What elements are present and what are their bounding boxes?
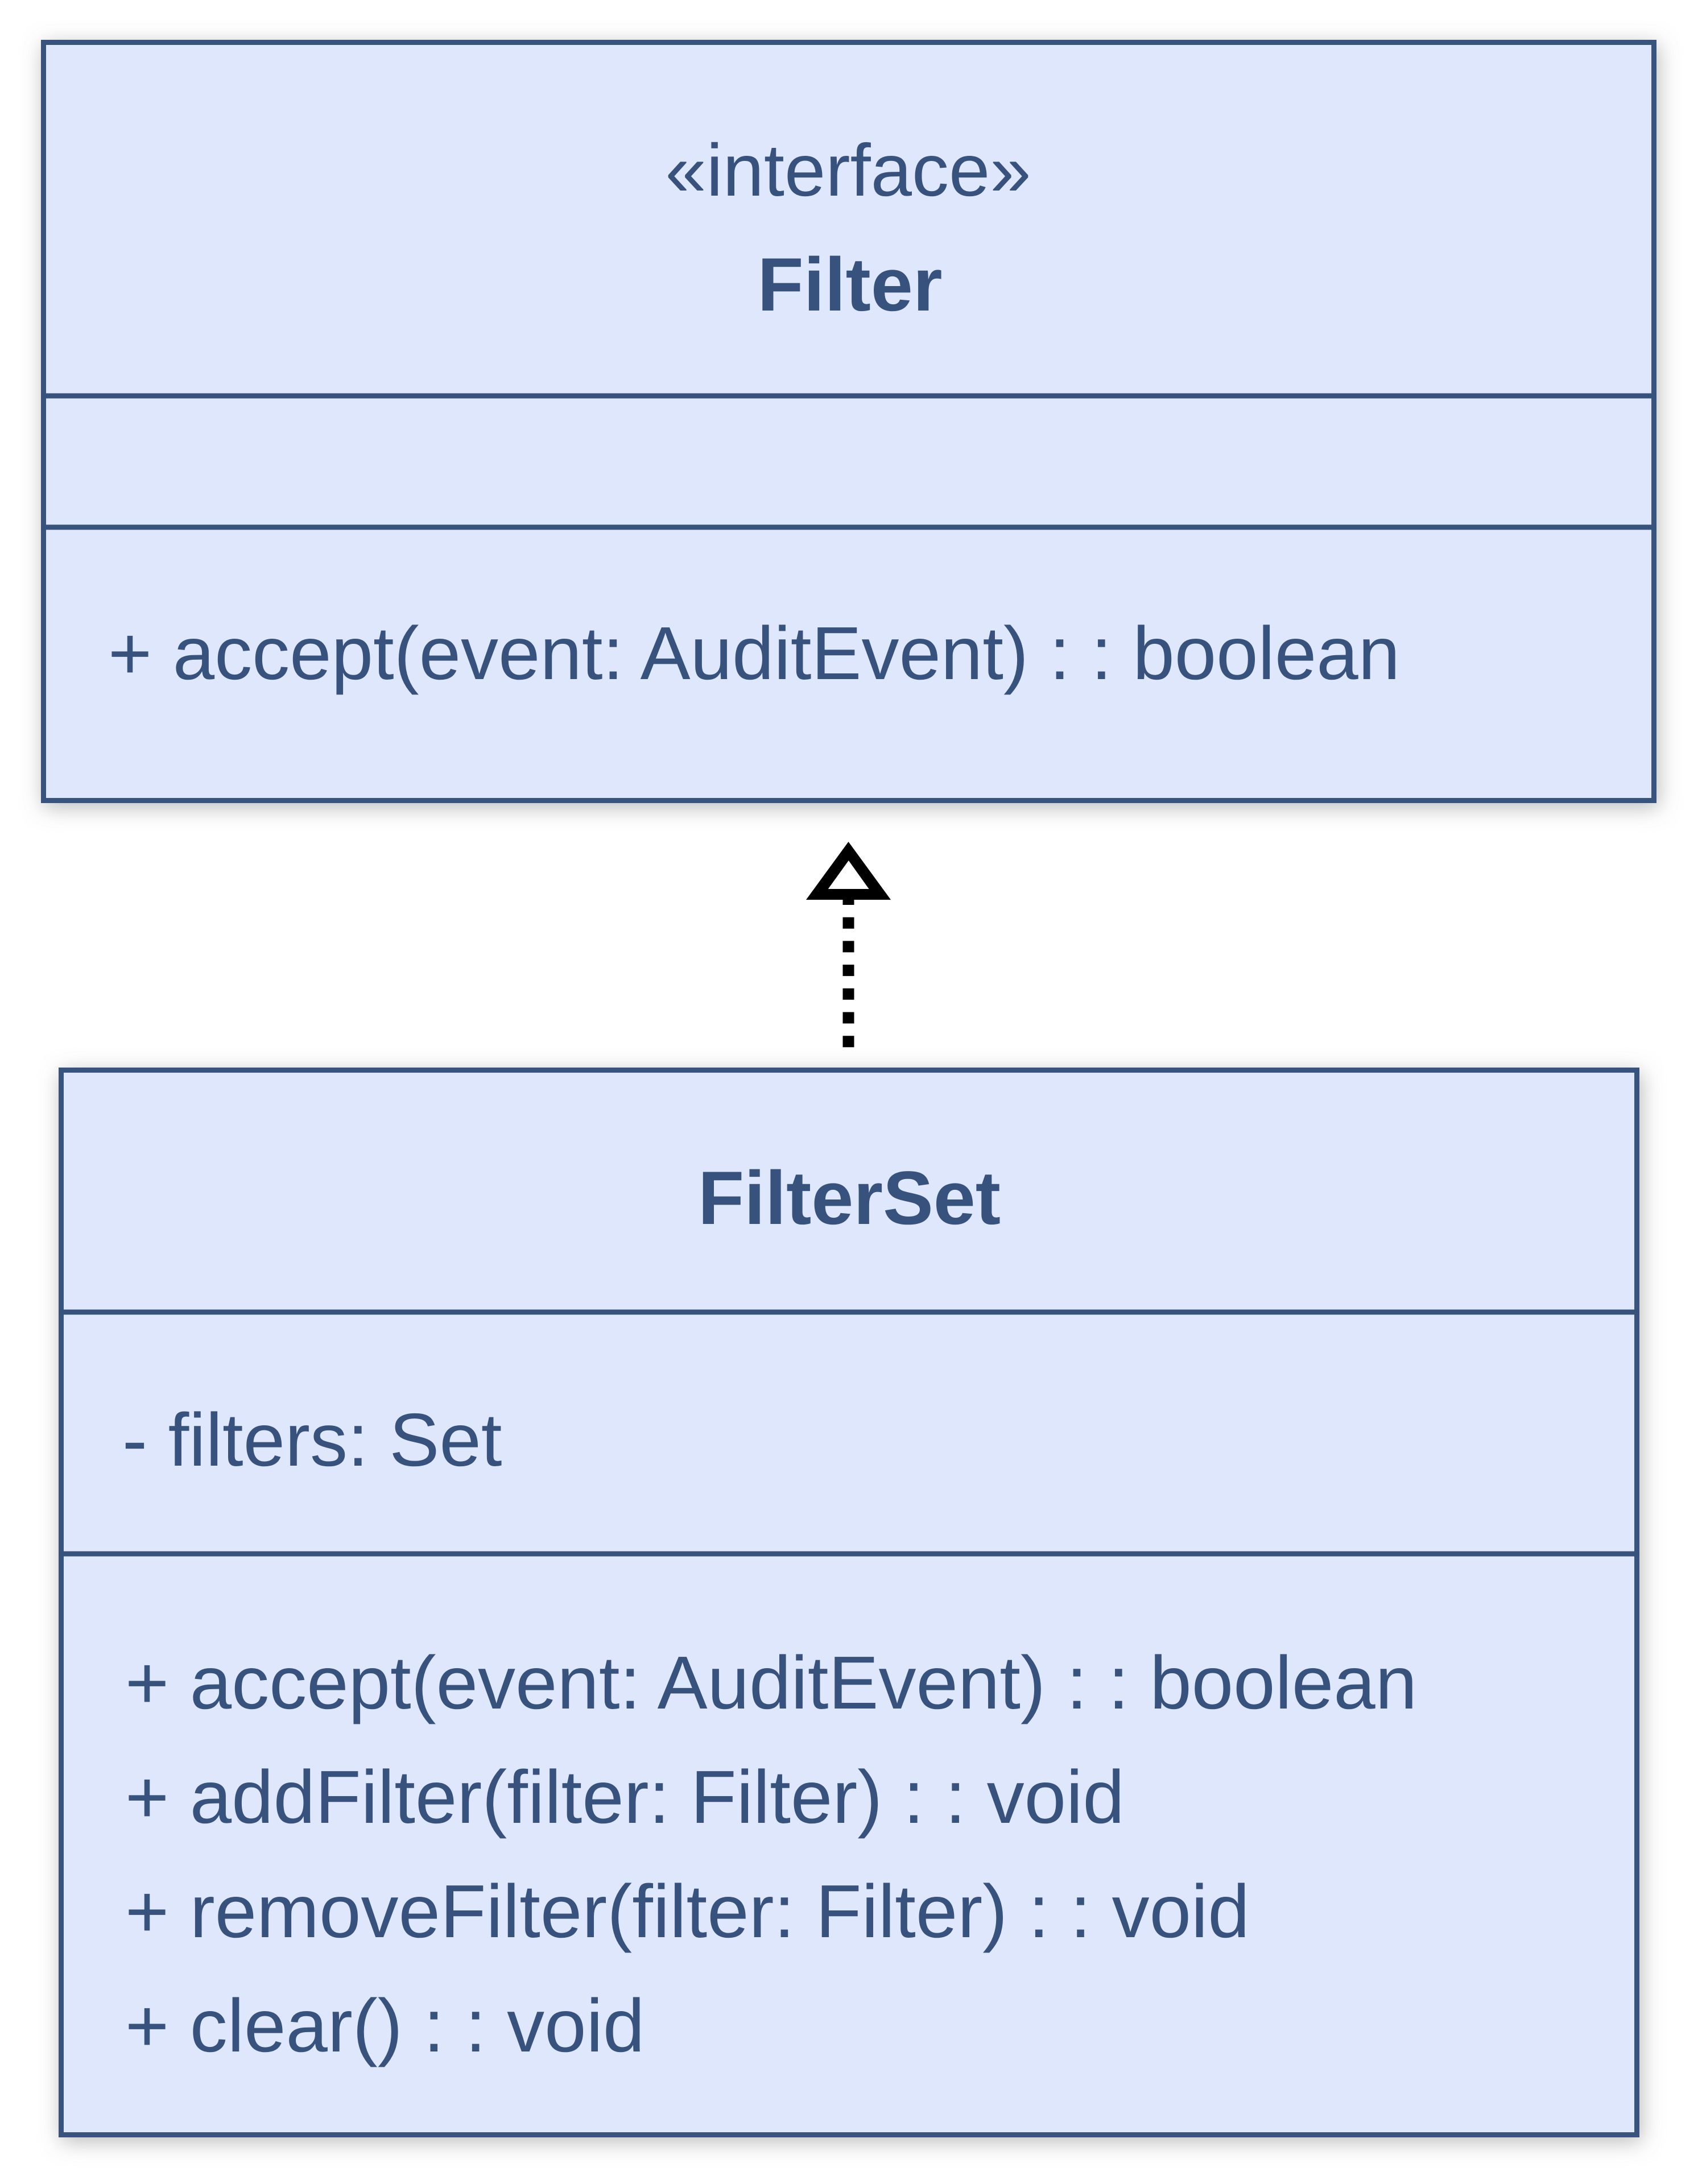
svg-text:+ accept(event: AuditEvent) :: + accept(event: AuditEvent) : : boolean: [108, 611, 1400, 695]
svg-text:+ accept(event: AuditEvent) :: + accept(event: AuditEvent) : : boolean: [125, 1641, 1417, 1724]
svg-text:Filter: Filter: [757, 243, 942, 327]
svg-text:+ clear() : : void: + clear() : : void: [125, 1984, 645, 2067]
svg-text:- filters: Set: - filters: Set: [122, 1398, 502, 1482]
svg-text:+ removeFilter(filter: Filter): + removeFilter(filter: Filter) : : void: [125, 1869, 1250, 1953]
svg-text:FilterSet: FilterSet: [698, 1156, 1001, 1240]
svg-text:+ addFilter(filter: Filter) :: + addFilter(filter: Filter) : : void: [125, 1755, 1125, 1839]
svg-text:«interface»: «interface»: [665, 129, 1031, 212]
